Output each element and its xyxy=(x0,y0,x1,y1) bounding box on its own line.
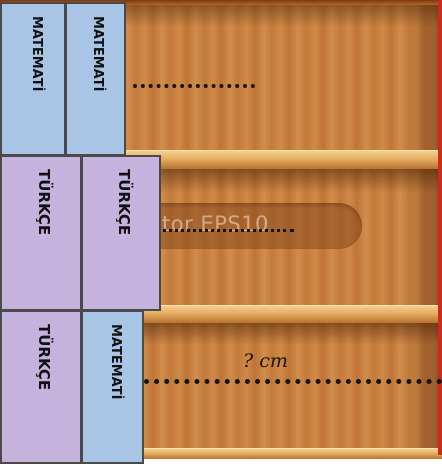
shelf-plank-3 xyxy=(0,448,442,459)
book-label: MATEMATİ xyxy=(108,324,123,400)
shelf-top-edge xyxy=(0,0,442,5)
book-label: TÜRKÇE xyxy=(35,324,53,391)
watermark-badge xyxy=(140,203,362,249)
book-label: MATEMATİ xyxy=(90,16,105,92)
book-math-top-right: MATEMATİ xyxy=(65,2,126,156)
book-turkce-middle-right: TÜRKÇE xyxy=(81,155,161,311)
dotted-line-middle xyxy=(144,229,294,232)
book-math-top-left: MATEMATİ xyxy=(0,2,66,156)
book-turkce-bottom-left: TÜRKÇE xyxy=(0,310,82,464)
book-label: TÜRKÇE xyxy=(115,169,133,236)
shelf-right-edge xyxy=(438,0,442,455)
book-label: MATEMATİ xyxy=(29,16,44,92)
book-label: TÜRKÇE xyxy=(35,169,53,236)
watermark-text: ctor EPS10 xyxy=(150,212,269,236)
book-math-bottom-right: MATEMATİ xyxy=(81,310,144,464)
unknown-length-label: ? cm xyxy=(243,350,288,372)
dotted-line-top xyxy=(133,84,255,88)
dotted-line-bottom xyxy=(144,379,442,384)
book-turkce-middle-left: TÜRKÇE xyxy=(0,155,82,311)
